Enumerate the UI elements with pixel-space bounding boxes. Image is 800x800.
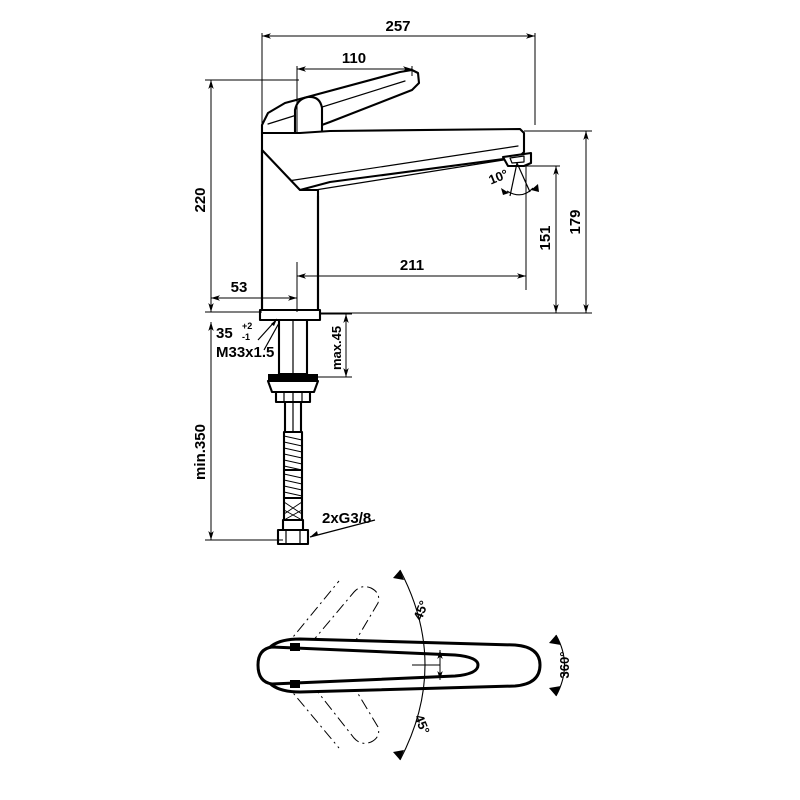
hose-collar <box>281 518 305 532</box>
angle-10-arc <box>506 187 534 196</box>
dim-label-max45: max.45 <box>329 326 344 370</box>
leader-g38 <box>309 519 376 538</box>
angle-10-ray-vert <box>509 162 518 197</box>
connector-hatch <box>283 501 303 521</box>
elevation-faucet-body <box>258 68 533 546</box>
annot-tol-upper-35: +2 <box>242 321 252 331</box>
dim-label-110: 110 <box>342 50 366 67</box>
plan-pivot-lower <box>290 680 300 688</box>
hose-braid-hatch-2 <box>283 473 303 497</box>
angle-10-ray-tilt <box>516 162 531 193</box>
plan-arc-arrow-bottom <box>393 750 404 760</box>
mounting-nut <box>266 379 320 394</box>
mounting-washer <box>268 374 318 381</box>
annot-label-g38: 2xG3/8 <box>322 510 371 527</box>
leader-m33 <box>263 322 280 351</box>
plan-pivot-upper <box>290 643 300 651</box>
angle-10-arrow-b <box>531 184 539 192</box>
dim-label-151: 151 <box>537 225 554 250</box>
leader-35-arrow <box>271 319 277 326</box>
plan-label-45-lower: 45° <box>412 712 433 736</box>
angle-10-arrow-a <box>501 188 509 195</box>
annot-tol-lower-35: -1 <box>242 332 250 342</box>
dim-label-min350: min.350 <box>192 424 209 480</box>
end-nut-face <box>285 529 301 545</box>
hose-connector <box>282 496 304 522</box>
plan-arc-arrow-top <box>393 570 404 580</box>
handle-underline <box>267 80 406 125</box>
supply-end-nut <box>276 528 310 546</box>
plan-spout-ghost-upper-edge <box>283 580 340 649</box>
base-flange <box>258 308 322 322</box>
annot-label-10deg: 10° <box>486 166 510 187</box>
dim-label-179: 179 <box>567 209 584 234</box>
plan-label-360: 360° <box>557 652 572 679</box>
dim-label-257: 257 <box>385 18 410 35</box>
spout-highlight-1 <box>287 145 519 182</box>
elevation-dimension-set: 257 110 220 211 53 151 179 min.350 <box>192 18 592 541</box>
plan-spout-ghost-lower <box>298 651 380 744</box>
spout-highlight-2 <box>289 157 517 195</box>
leader-g38-arrow <box>310 531 318 537</box>
dim-label-53: 53 <box>231 279 248 296</box>
elevation-annotation-set: 35 +2 -1 M33x1.5 2xG3/8 10° <box>216 162 539 538</box>
rotation-arrow-bottom <box>549 686 561 696</box>
annot-label-35: 35 <box>216 325 233 342</box>
plan-spout-ghost-upper <box>295 586 380 680</box>
aerator-inner <box>509 155 525 164</box>
plan-spout-ghost-lower-edge <box>283 681 340 749</box>
dim-label-211: 211 <box>400 257 424 274</box>
plan-label-45-upper: 45° <box>410 598 431 622</box>
hose-braid-hatch <box>283 435 303 471</box>
rotation-arrow-top <box>549 635 561 645</box>
annot-label-m33: M33x1.5 <box>216 344 274 361</box>
lock-nut-rib <box>283 391 303 403</box>
plan-swivel-view: 45° 45° 360° <box>256 569 572 761</box>
plan-lever-handle <box>256 645 480 686</box>
dim-label-220: 220 <box>192 187 209 212</box>
